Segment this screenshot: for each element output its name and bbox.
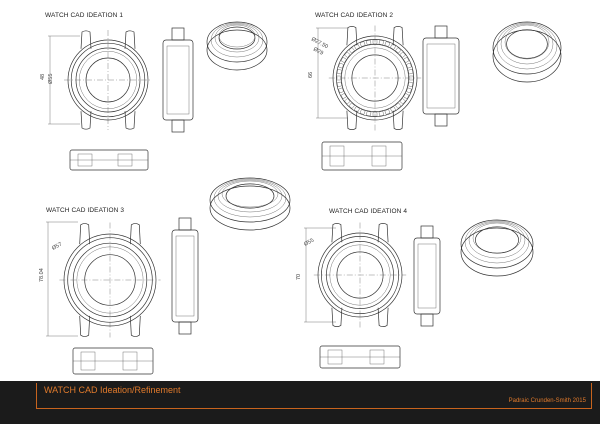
- ideation-2-front-bezel-tooth: [399, 98, 406, 105]
- ideation-2-front-bezel-tooth: [378, 39, 384, 45]
- ideation-2-front-lug: [346, 25, 358, 46]
- ideation-1-3d-ring: [214, 23, 260, 53]
- ideation-4-3d-ring: [460, 219, 534, 269]
- ideation-3-side-inner: [175, 235, 195, 317]
- ideation-3-3d-ring: [217, 179, 283, 213]
- ideation-2-front-bezel-tooth: [390, 43, 397, 50]
- ideation-2-front-bezel-tooth: [344, 51, 351, 58]
- ideation-2-front-bezel-tooth: [344, 98, 351, 105]
- ideation-3-front-lug: [79, 223, 91, 245]
- ideation-2-front-bezel-tooth: [408, 81, 414, 87]
- ideation-3-front-lug: [129, 223, 141, 245]
- ideation-3-3d-ring: [209, 177, 291, 223]
- ideation-2-front-bezel-tooth: [406, 62, 412, 69]
- ideation-1-side-lug: [171, 119, 185, 133]
- dim-ideation-2-height: 66: [308, 72, 314, 78]
- ideation-2-front-bezel-tooth: [348, 102, 355, 109]
- ideation-2-front-bezel-tooth: [348, 47, 355, 54]
- ideation-4-front-lug: [331, 307, 343, 328]
- ideation-1-3d-ring: [206, 21, 268, 63]
- ideation-4-side-lug: [420, 313, 434, 327]
- ideation-4-3d-ring: [464, 220, 530, 264]
- ideation-2-3d-ring: [504, 24, 550, 60]
- ideation-1-3d-base: [206, 29, 268, 71]
- ideation-2-front-bezel-tooth: [336, 81, 342, 87]
- ideation-3-3d-ring: [221, 180, 279, 208]
- footer-frame: [36, 383, 592, 409]
- ideation-3-3d-base: [209, 185, 291, 231]
- ideation-2-front-bezel-tooth: [359, 109, 366, 115]
- ideation-2-3d-ring: [500, 23, 554, 65]
- ideation-3-title: WATCH CAD IDEATION 3: [46, 207, 124, 214]
- ideation-3-front-lug: [129, 315, 141, 337]
- dim-ideation-3-height: 78.04: [39, 268, 45, 282]
- ideation-1-title: WATCH CAD IDEATION 1: [45, 12, 123, 19]
- footer-credit: Padraic Crunden-Smith 2015: [508, 398, 586, 404]
- dim-ideation-3-diameter: Ø57: [51, 242, 63, 252]
- ideation-2-front-bezel-tooth: [336, 69, 342, 75]
- ideation-4-front-lug: [331, 222, 343, 243]
- ideation-2-front-bezel-tooth: [384, 41, 391, 47]
- ideation-3-3d-crystal: [225, 183, 275, 209]
- ideation-3-side-lug: [178, 217, 192, 231]
- ideation-4-3d-ring: [468, 221, 526, 259]
- dim-ideation-4-height: 70: [296, 274, 302, 280]
- ideation-2-front-bezel-tooth: [403, 93, 410, 100]
- ideation-2-front-bezel-tooth: [366, 39, 372, 45]
- ideation-3-front-lug: [79, 315, 91, 337]
- ideation-1-front-lug: [80, 111, 92, 130]
- ideation-4-front-lug: [377, 307, 389, 328]
- ideation-2-3d-crystal: [506, 29, 548, 59]
- ideation-2-front-bezel-tooth: [406, 87, 412, 94]
- ideation-2-front-bezel-tooth: [403, 56, 410, 63]
- dim-ideation-4-diameter: Ø55: [303, 238, 315, 248]
- ideation-2-front-bezel-tooth: [338, 62, 344, 69]
- ideation-4-side-inner: [417, 243, 437, 309]
- dim-ideation-1-height: 48: [40, 74, 46, 80]
- ideation-4-3d-crystal: [475, 226, 519, 254]
- dim-ideation-1-diameter: Ø55: [48, 74, 54, 84]
- ideation-2-front-bezel-tooth: [395, 47, 402, 54]
- ideation-2-front-bezel-tooth: [359, 41, 366, 47]
- ideation-1-side-inner: [166, 45, 190, 115]
- ideation-2-front-bezel-tooth: [395, 102, 402, 109]
- ideation-2-3d-ring: [492, 21, 562, 75]
- ideation-3-3d-ring: [213, 178, 287, 218]
- ideation-2-side-lug: [434, 113, 448, 127]
- ideation-4-3d-base: [460, 227, 534, 277]
- ideation-2-front-bezel-tooth: [338, 87, 344, 94]
- cad-linework: [46, 21, 562, 375]
- ideation-1-side-lug: [171, 27, 185, 41]
- ideation-1-front-lug: [80, 30, 92, 49]
- ideation-2-front-bezel-tooth: [353, 106, 360, 113]
- ideation-4-title: WATCH CAD IDEATION 4: [329, 208, 407, 215]
- ideation-2-side-body: [422, 37, 460, 115]
- ideation-2-front-bezel-tooth: [353, 43, 360, 50]
- ideation-2-front-bezel-tooth: [366, 111, 372, 117]
- ideation-2-front-lug: [392, 110, 404, 131]
- ideation-1-front-lug: [124, 111, 136, 130]
- ideation-1-3d-ring: [218, 24, 256, 48]
- ideation-2-front-bezel-tooth: [378, 111, 384, 117]
- ideation-2-front-lug: [346, 110, 358, 131]
- footer-bar: WATCH CAD Ideation/Refinement Padraic Cr…: [0, 381, 600, 424]
- ideation-2-front-bezel-tooth: [340, 56, 347, 63]
- ideation-4-front-lug: [377, 222, 389, 243]
- ideation-1-3d-crystal: [218, 26, 256, 50]
- ideation-1-side-body: [162, 39, 194, 121]
- ideation-3-side-lug: [178, 321, 192, 335]
- ideation-2-front-bezel-tooth: [399, 51, 406, 58]
- ideation-2-front-bezel-tooth: [384, 109, 391, 115]
- ideation-2-front-bezel-tooth: [340, 93, 347, 100]
- ideation-2-front-bezel-tooth: [408, 69, 414, 75]
- ideation-2-side-lug: [434, 25, 448, 39]
- ideation-2-front-lug: [392, 25, 404, 46]
- ideation-4-side-lug: [420, 225, 434, 239]
- ideation-1-front-lug: [124, 30, 136, 49]
- ideation-2-3d-ring: [496, 22, 558, 70]
- footer-title: WATCH CAD Ideation/Refinement: [44, 385, 181, 395]
- ideation-2-front-bezel-tooth: [390, 106, 397, 113]
- ideation-2-title: WATCH CAD IDEATION 2: [315, 12, 393, 19]
- ideation-2-side-inner: [426, 43, 456, 109]
